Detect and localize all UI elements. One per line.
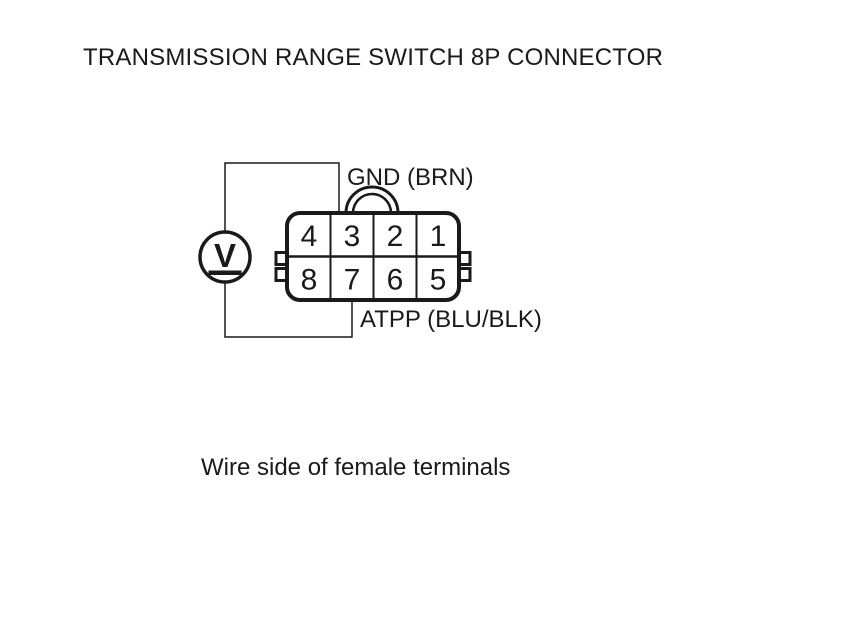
pin-1-label: 1	[430, 220, 447, 253]
atpp-wire-line	[224, 281, 353, 338]
diagram-caption: Wire side of female terminals	[201, 454, 511, 481]
gnd-wire-line	[224, 162, 340, 234]
pin-5-label: 5	[430, 264, 447, 297]
voltmeter-v-label: V	[214, 237, 236, 274]
pin-3-label: 3	[344, 220, 361, 253]
pin-6-label: 6	[387, 264, 404, 297]
pin-7-label: 7	[344, 264, 361, 297]
gnd-wire-label: GND (BRN)	[347, 164, 474, 191]
pin-4-label: 4	[301, 220, 318, 253]
page-title: TRANSMISSION RANGE SWITCH 8P CONNECTOR	[83, 44, 664, 71]
atpp-wire-label: ATPP (BLU/BLK)	[360, 306, 542, 333]
voltmeter-icon: V	[198, 230, 252, 284]
pin-2-label: 2	[387, 220, 404, 253]
keyway-inner-arc	[351, 192, 393, 214]
pin-8-label: 8	[301, 264, 318, 297]
